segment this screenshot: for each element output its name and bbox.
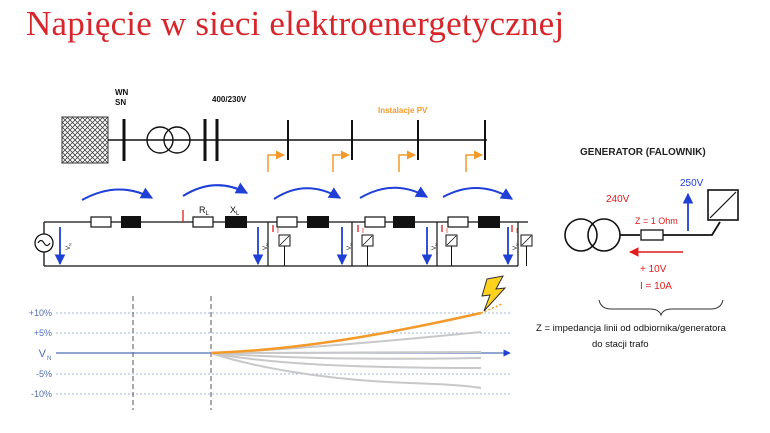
equivalent-circuit: RL XL I I I I [34, 205, 533, 267]
single-line-diagram: WN SN 400/230V Instalacje PV [61, 88, 487, 172]
reactance-1 [121, 216, 141, 228]
current-label: I = 10A [640, 281, 672, 292]
gridlines [56, 312, 512, 395]
page-title: Napięcie w sieci elektroenergetycznej [26, 4, 565, 43]
inverter-icon [707, 189, 739, 221]
y-label-minus10: -10% [31, 389, 52, 399]
pv-arrow-1 [267, 150, 285, 172]
voltage-profile-chart: +10% +5% V N -5% -10% [29, 275, 512, 410]
gen-voltage-label: 250V [680, 178, 704, 189]
node-voltage-labels: VN VN VN VN VN [66, 243, 520, 250]
generator-panel: GENERATOR (FALOWNIK) 250V 240V Z = 1 Ohm… [536, 147, 739, 350]
reactance-5 [478, 216, 500, 228]
y-label-vn: V [39, 348, 47, 360]
resistor-5 [447, 216, 469, 228]
power-flow-arrows [81, 182, 514, 201]
resistor-2 [192, 216, 214, 228]
resistor-3 [276, 216, 298, 228]
svg-text:I: I [446, 228, 448, 235]
pv-injection-arrows [267, 150, 483, 172]
current-labels: I I I I [277, 228, 518, 235]
resistance-label: RL [199, 205, 210, 217]
pv-installations-label: Instalacje PV [378, 106, 428, 115]
ac-source-icon [34, 233, 54, 253]
svg-text:I: I [362, 228, 364, 235]
reactance-2 [225, 216, 247, 228]
svg-text:VN: VN [513, 243, 520, 250]
svg-text:VN: VN [432, 243, 439, 250]
transformer-icon [146, 126, 191, 154]
pv-voltage-extension [480, 303, 503, 314]
caption-line-2: do stacji trafo [592, 339, 649, 350]
current-markers [182, 210, 513, 232]
reactance-3 [307, 216, 329, 228]
node-voltage-arrows [54, 227, 514, 266]
sn-label: SN [115, 98, 126, 107]
lv-voltage-label: 400/230V [212, 95, 247, 104]
impedance-label: Z = 1 Ohm [635, 216, 678, 226]
y-label-plus5: +5% [34, 328, 52, 338]
delta-voltage-label: + 10V [640, 264, 667, 275]
resistor-4 [364, 216, 386, 228]
svg-text:VN: VN [66, 243, 73, 250]
svg-text:I: I [277, 228, 279, 235]
pv-arrow-2 [332, 150, 350, 172]
inverter-icon [278, 234, 533, 266]
generator-title: GENERATOR (FALOWNIK) [580, 147, 706, 158]
bolt-icon [481, 275, 507, 312]
source-voltage-label: 240V [606, 194, 630, 205]
wn-label: WN [115, 88, 129, 97]
reactance-label: XL [230, 205, 240, 217]
brace [598, 299, 724, 317]
svg-text:VN: VN [347, 243, 354, 250]
y-axis-labels: +10% +5% V N -5% -10% [29, 308, 52, 399]
caption-line-1: Z = impedancja linii od odbiornika/gener… [536, 323, 727, 334]
impedance-resistor [640, 229, 664, 241]
svg-text:I: I [516, 228, 518, 235]
y-label-minus5: -5% [36, 369, 52, 379]
pv-arrow-4 [465, 150, 483, 172]
y-label-plus10: +10% [29, 308, 52, 318]
y-label-vn-sub: N [47, 356, 51, 362]
pv-arrow-3 [398, 150, 416, 172]
resistor-1 [90, 216, 112, 228]
reactance-4 [393, 216, 415, 228]
svg-text:VN: VN [263, 243, 270, 250]
pv-voltage-curve [210, 311, 482, 355]
transformer-icon [564, 218, 621, 252]
earth-grid-icon [61, 116, 109, 164]
